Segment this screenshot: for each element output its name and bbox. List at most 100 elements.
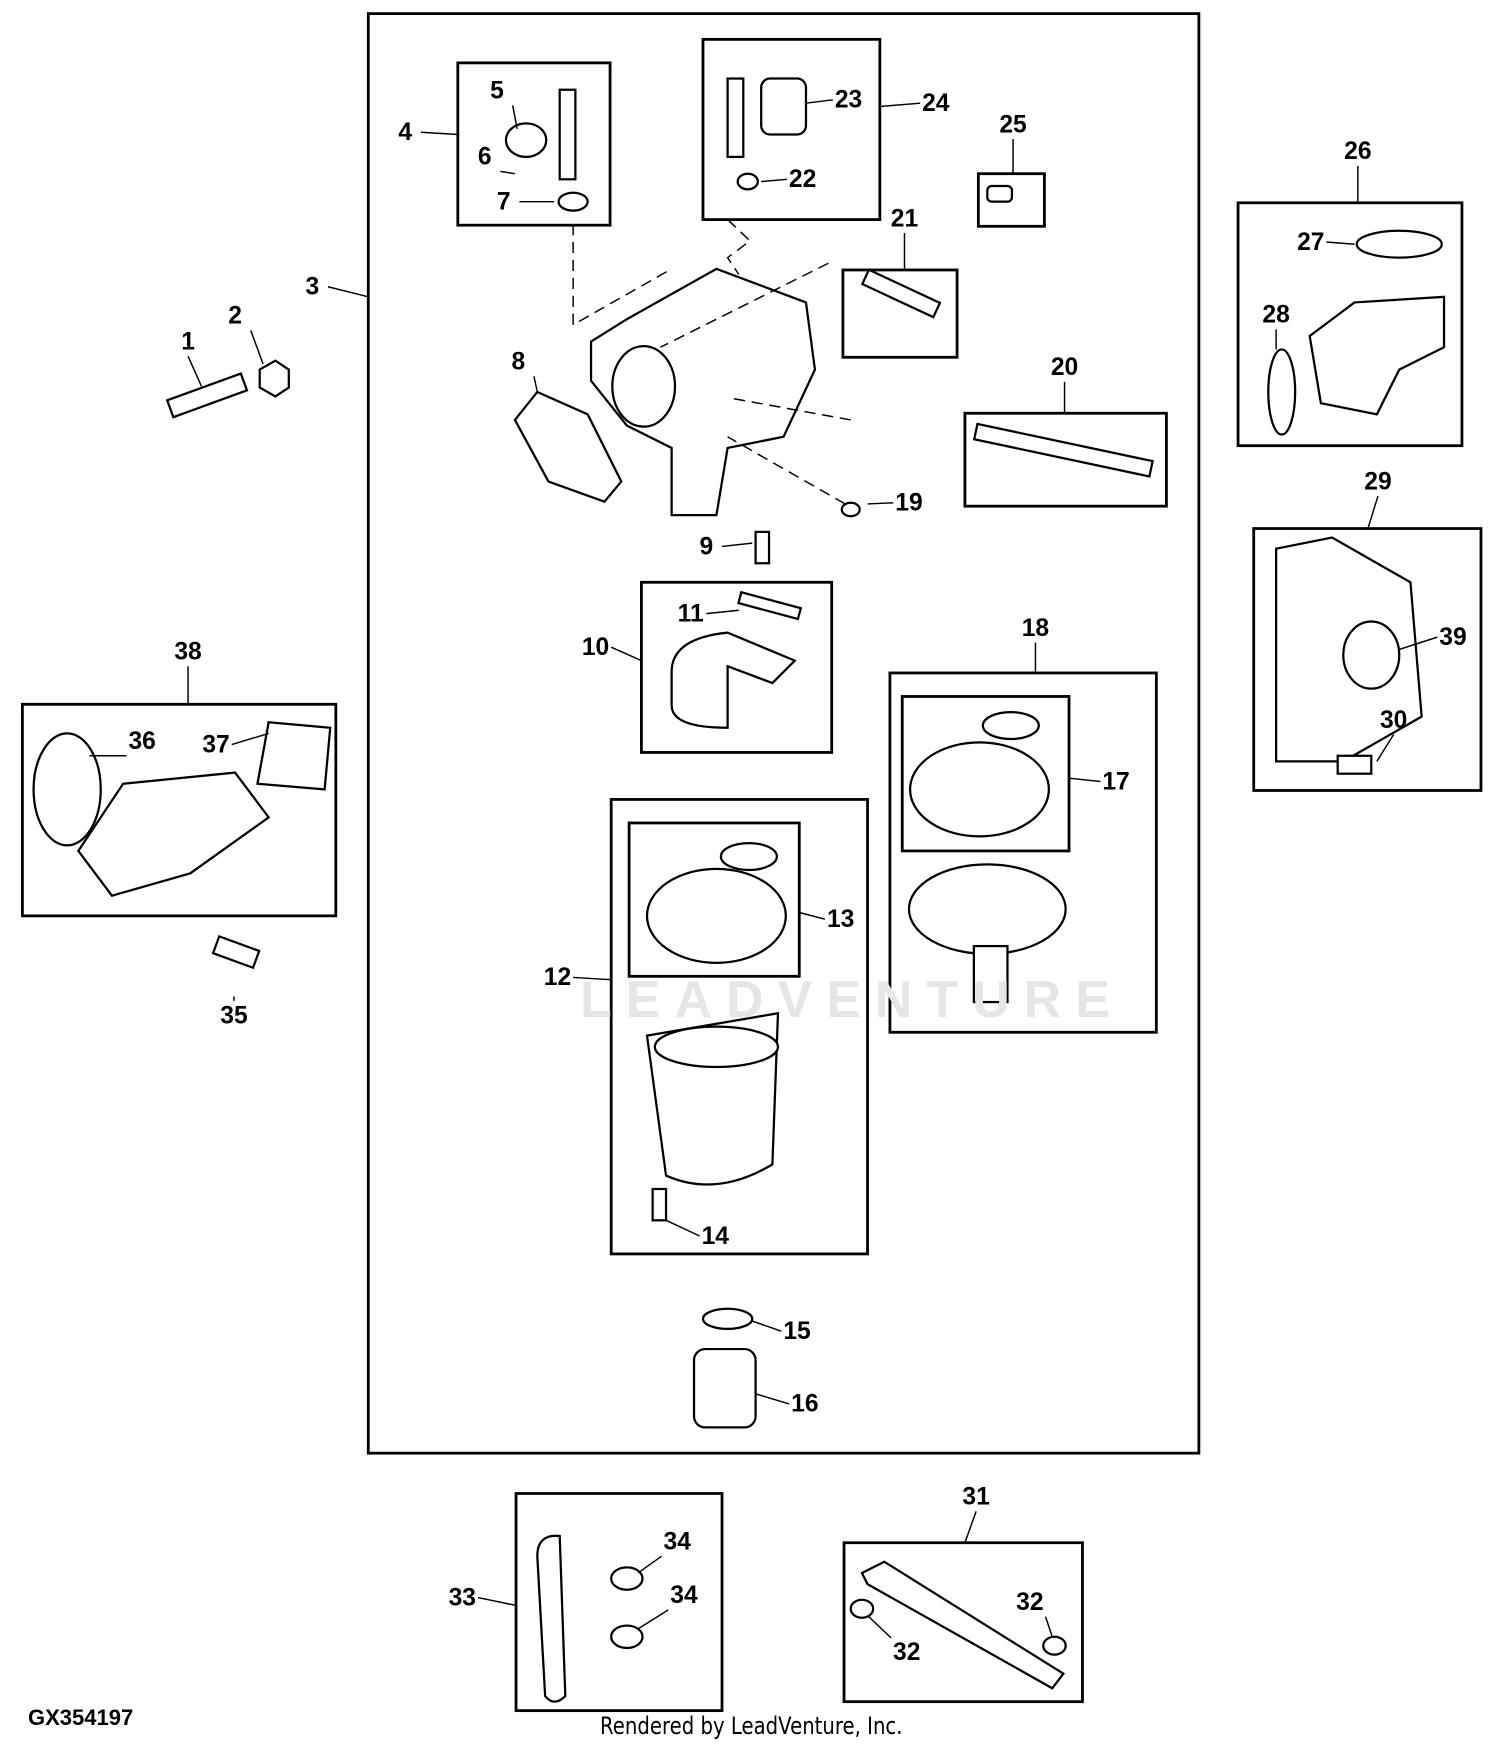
kit-33-box — [514, 1492, 724, 1713]
leader-line — [1326, 241, 1355, 245]
leader-line — [799, 911, 826, 920]
callout-15: 15 — [783, 1318, 810, 1345]
callout-1: 1 — [181, 328, 195, 355]
jet-tube-part — [558, 88, 577, 181]
leader-line — [964, 1511, 977, 1543]
kit-12-box — [609, 798, 869, 1256]
leader-line — [511, 105, 518, 130]
leader-line — [1367, 495, 1379, 529]
callout-14: 14 — [702, 1223, 730, 1250]
leader-line — [231, 732, 269, 746]
callout-25: 25 — [999, 111, 1026, 138]
callout-34: 34 — [664, 1528, 692, 1555]
clamp-32b — [1042, 1635, 1067, 1656]
bowl-plate-18 — [907, 863, 1067, 956]
callout-37: 37 — [202, 731, 229, 758]
group-3-box — [366, 12, 1201, 1455]
callout-7: 7 — [497, 189, 511, 216]
kit-13-box — [627, 821, 801, 978]
o-ring-28 — [1267, 348, 1297, 436]
callout-23: 23 — [835, 87, 862, 114]
gasket-17 — [908, 741, 1050, 838]
leader-line — [1376, 734, 1395, 762]
washer-15 — [701, 1307, 754, 1331]
kit-4-box — [456, 61, 612, 227]
o-ring-17 — [981, 711, 1040, 741]
gasket-13 — [645, 867, 787, 964]
callout-30: 30 — [1380, 707, 1407, 734]
callout-35: 35 — [220, 1002, 247, 1029]
leader-line — [573, 976, 612, 981]
screw-spring-21 — [860, 268, 942, 319]
needle-part — [754, 530, 771, 565]
callout-17: 17 — [1102, 768, 1129, 795]
clamp-34b — [610, 1624, 644, 1650]
leader-line — [327, 286, 369, 298]
leader-line — [637, 1609, 669, 1630]
bolt-35 — [211, 934, 261, 970]
kit-38-box — [20, 702, 338, 918]
callout-21: 21 — [891, 205, 918, 232]
kit-17-box — [900, 695, 1071, 853]
callout-2: 2 — [228, 303, 242, 330]
solenoid-16 — [692, 1347, 757, 1429]
callout-22: 22 — [789, 166, 816, 193]
carb-bore — [611, 344, 677, 428]
leader-line — [1068, 777, 1101, 783]
lever-part — [726, 77, 745, 159]
screw-spring-20 — [972, 422, 1154, 478]
seal-part — [557, 191, 589, 212]
callout-13: 13 — [827, 906, 854, 933]
pump-cap — [1342, 620, 1401, 690]
leader-line — [665, 1219, 700, 1237]
callout-20: 20 — [1051, 354, 1078, 381]
callout-12: 12 — [544, 964, 571, 991]
fuel-line-31 — [860, 1560, 1066, 1690]
float-part — [670, 631, 797, 729]
gasket-8-part — [513, 390, 623, 503]
watermark: LEADVENTURE — [580, 971, 1125, 1029]
kit-10-box — [640, 580, 834, 754]
leader-line — [1044, 1616, 1053, 1637]
callout-19: 19 — [895, 490, 922, 517]
callout-29: 29 — [1364, 468, 1391, 495]
leader-line — [867, 1614, 892, 1639]
hose-33 — [536, 1534, 567, 1703]
screw-part — [986, 184, 1014, 203]
callout-9: 9 — [699, 533, 713, 560]
leader-line — [1399, 636, 1438, 651]
leader-line — [879, 102, 921, 108]
callout-16: 16 — [791, 1391, 818, 1418]
carburetor-body — [589, 267, 817, 517]
callout-36: 36 — [128, 728, 155, 755]
callout-18: 18 — [1022, 615, 1049, 642]
pin-11 — [737, 590, 803, 621]
leader-line — [755, 1393, 790, 1405]
callout-39: 39 — [1439, 624, 1466, 651]
stem-18 — [972, 944, 1009, 1004]
kit-29-box — [1252, 527, 1483, 792]
callout-6: 6 — [478, 144, 492, 171]
leader-line — [637, 1555, 662, 1574]
callout-5: 5 — [490, 78, 504, 105]
callout-24: 24 — [922, 90, 950, 117]
callout-8: 8 — [511, 349, 525, 376]
kit-31-box — [842, 1541, 1084, 1704]
credit-text: Rendered by LeadVenture, Inc. — [600, 1712, 903, 1740]
leader-line — [805, 99, 833, 104]
nut-part — [258, 359, 290, 398]
leader-line — [752, 1320, 782, 1332]
callout-28: 28 — [1262, 302, 1289, 329]
o-ring-36 — [32, 732, 102, 847]
gasket-part — [760, 77, 808, 136]
kit-18-box — [888, 671, 1158, 1034]
clip-part — [840, 501, 861, 518]
callout-38: 38 — [174, 639, 201, 666]
leader-line — [533, 376, 539, 393]
callout-32: 32 — [893, 1639, 920, 1666]
leader-line — [706, 609, 739, 615]
leader-line — [761, 178, 788, 183]
dashed-connectors — [572, 219, 851, 505]
o-ring-27 — [1355, 229, 1443, 259]
